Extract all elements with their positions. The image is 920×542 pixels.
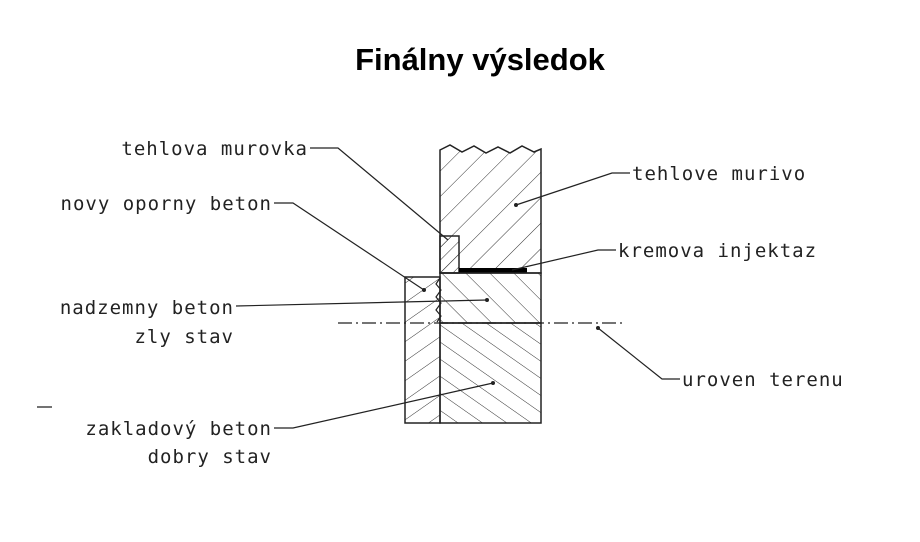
foundation-concrete xyxy=(439,322,542,424)
leader-tehlove-murivo xyxy=(515,172,630,206)
label-tehlove-murivo: tehlove murivo xyxy=(632,163,806,185)
leader-dot xyxy=(596,326,600,330)
label-tehlova-murovka: tehlova murovka xyxy=(121,138,308,160)
leader-zakladovy-beton xyxy=(274,382,494,429)
label-uroven-terenu: uroven terenu xyxy=(682,369,844,391)
leader-dot xyxy=(491,381,495,385)
contact-zigzag xyxy=(435,277,442,323)
leader-dots xyxy=(422,203,600,385)
label-zakladovy-beton: zakladový beton xyxy=(85,418,272,440)
leader-nadzemny-beton xyxy=(235,299,488,307)
label-kremova-injektaz: kremova injektaz xyxy=(618,240,817,262)
label-zly-stav: zly stav xyxy=(134,326,234,348)
leader-dot xyxy=(485,298,489,302)
leader-kremova-injektaz xyxy=(511,249,616,271)
label-nadzemny-beton: nadzemny beton xyxy=(60,297,234,319)
leader-lines xyxy=(235,147,680,429)
above-ground-concrete xyxy=(439,272,542,324)
diagram-title: Finálny výsledok xyxy=(355,42,605,77)
cream-injection-layer xyxy=(459,268,527,273)
leader-uroven-terenu xyxy=(597,327,680,380)
brick-masonry-piece xyxy=(439,235,460,274)
leader-dot xyxy=(422,288,426,292)
leader-novy-oporny-beton xyxy=(274,202,425,291)
label-novy-oporny-beton: novy oporny beton xyxy=(61,193,272,215)
leader-tehlova-murovka xyxy=(310,147,449,241)
label-dobry-stav: dobry stav xyxy=(148,446,272,468)
leader-dot xyxy=(514,203,518,207)
